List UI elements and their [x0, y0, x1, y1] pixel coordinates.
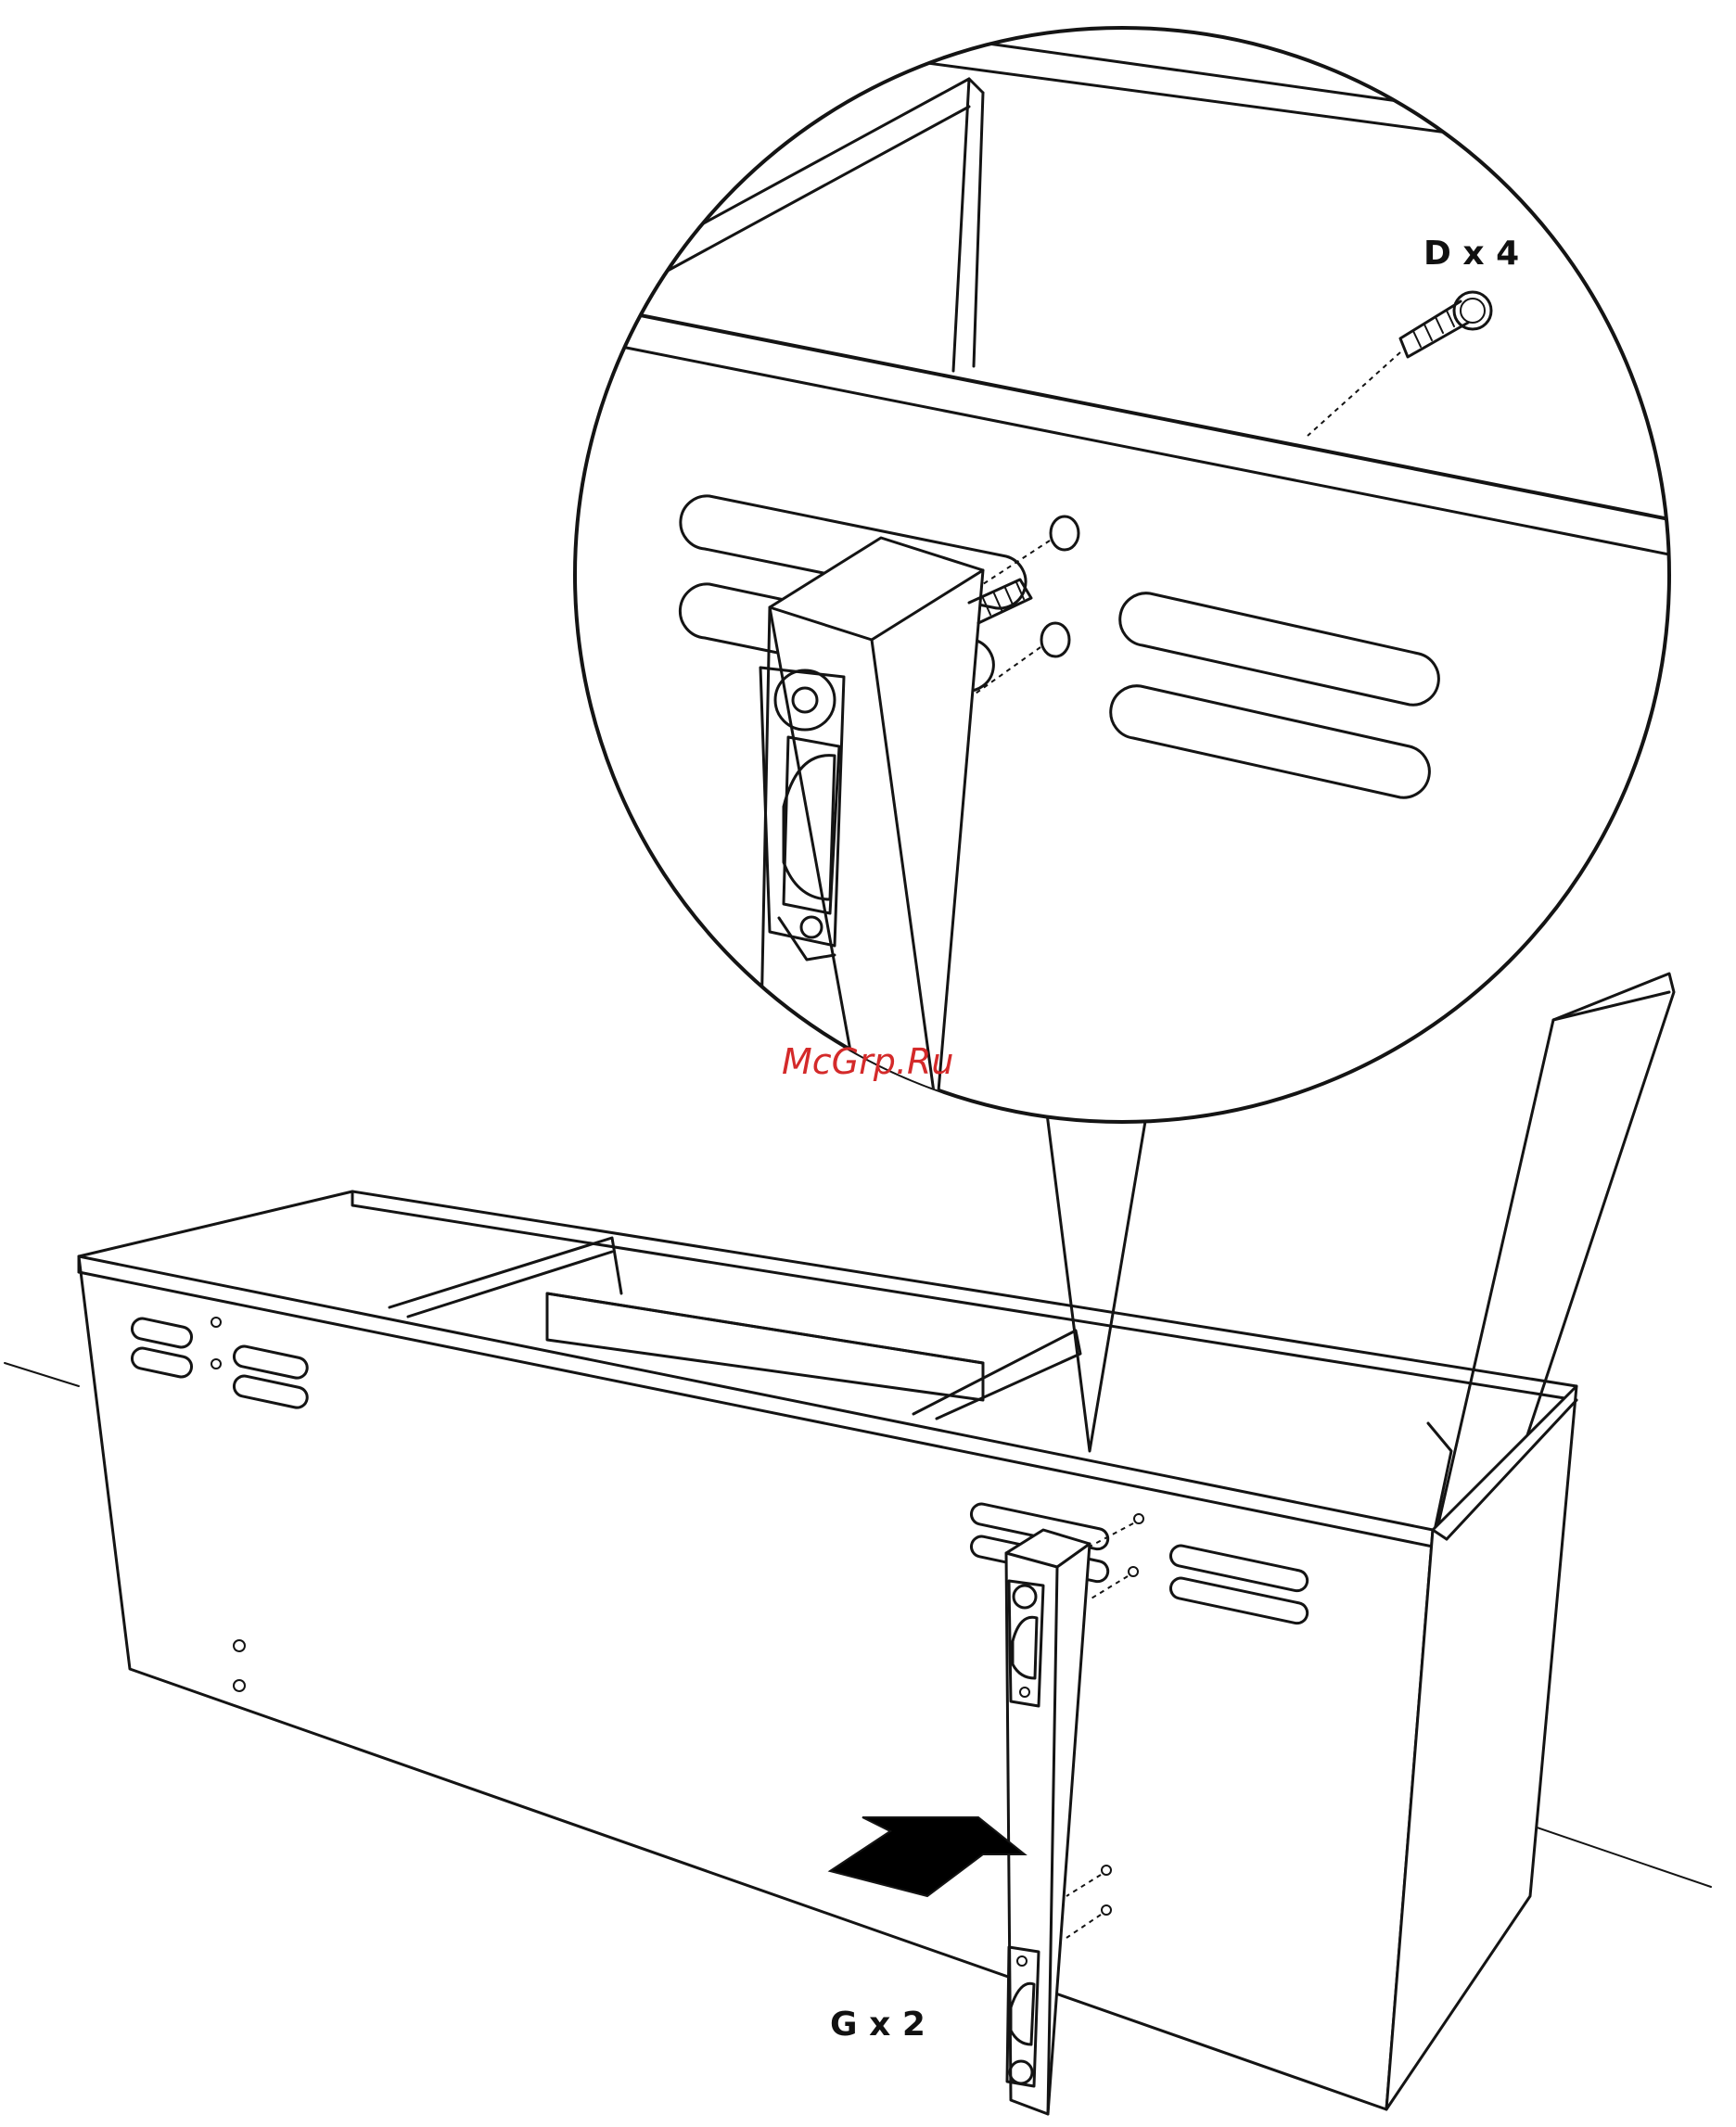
watermark: McGrp.Ru: [782, 1041, 953, 1082]
floor-line-left: [5, 1363, 79, 1386]
part-label-g: G x 2: [830, 2006, 925, 2044]
part-label-d: D x 4: [1423, 235, 1519, 273]
callout-circle: [575, 28, 1669, 1122]
cabinet: [5, 974, 1711, 2114]
cabinet-side-panel: [1386, 1386, 1576, 2109]
